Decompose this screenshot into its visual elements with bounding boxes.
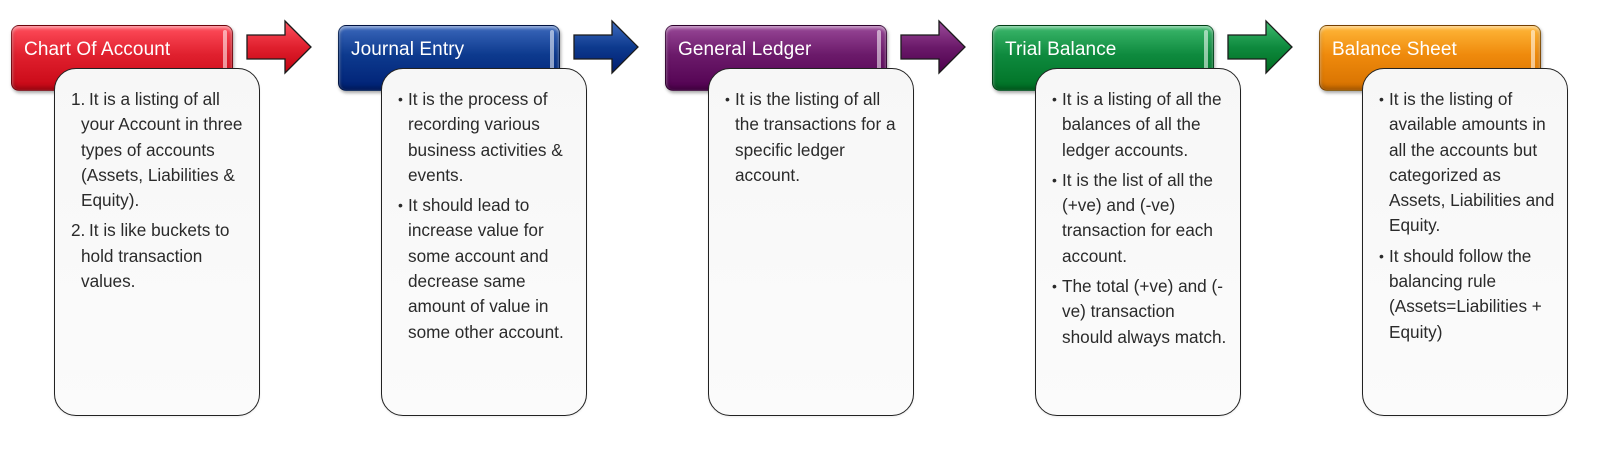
item-number: 2. [71,220,86,241]
list-item: It is a listing of all the balances of a… [1052,87,1228,163]
point-list: It is a listing of all the balances of a… [1052,87,1228,350]
stage-journal-entry: Journal Entry It is the process of record… [338,0,639,450]
stage-chart-of-account: Chart Of Account 1.It is a listing of all… [11,0,312,450]
point-list: It is the process of recording various b… [398,87,574,345]
list-item: It is the listing of available amounts i… [1379,87,1555,239]
item-text: It is a listing of all your Account in t… [81,89,243,211]
item-text: It is the listing of all the transaction… [735,89,896,185]
item-number: 1. [71,89,86,109]
stage-card: It is the listing of all the transaction… [708,68,914,416]
stage-card: It is the listing of available amounts i… [1362,68,1568,416]
list-item: The total (+ve) and (-ve) transaction sh… [1052,274,1228,350]
flow-arrow-icon [1227,19,1293,75]
stage-card: 1.It is a listing of all your Account in… [54,68,260,416]
item-text: It is the listing of available amounts i… [1389,89,1555,236]
item-text: It is a listing of all the balances of a… [1062,89,1222,160]
point-list: 1.It is a listing of all your Account in… [71,87,247,294]
flow-arrow-icon [246,19,312,75]
stage-title: Balance Sheet [1332,39,1457,60]
item-text: It should follow the balancing rule (Ass… [1389,245,1542,342]
point-list: It is the listing of all the transaction… [725,87,901,188]
stage-title: Chart Of Account [24,39,171,60]
stage-card: It is a listing of all the balances of a… [1035,68,1241,416]
stage-balance-sheet: Balance Sheet It is the listing of availa… [1319,0,1600,450]
list-item: It is the list of all the (+ve) and (-ve… [1052,168,1228,269]
stage-title: Journal Entry [351,39,465,60]
list-item: It is the listing of all the transaction… [725,87,901,188]
stage-trial-balance: Trial Balance It is a listing of all the … [992,0,1293,450]
flow-arrow-icon [900,19,966,75]
flow-arrow-icon [573,19,639,75]
stage-card: It is the process of recording various b… [381,68,587,416]
list-item: 1.It is a listing of all your Account in… [71,87,247,213]
item-text: The total (+ve) and (-ve) transaction sh… [1062,276,1227,347]
item-text: It is the process of recording various b… [408,89,563,185]
stage-title: Trial Balance [1005,39,1117,60]
stage-title: General Ledger [678,39,812,60]
point-list: It is the listing of available amounts i… [1379,87,1555,345]
list-item: It should follow the balancing rule (Ass… [1379,244,1555,345]
item-text: It is like buckets to hold transaction v… [81,220,230,292]
stage-general-ledger: General Ledger It is the listing of all t… [665,0,966,450]
list-item: 2.It is like buckets to hold transaction… [71,218,247,294]
item-text: It is the list of all the (+ve) and (-ve… [1062,169,1213,266]
item-text: It should lead to increase value for som… [408,195,564,342]
list-item: It should lead to increase value for som… [398,193,574,345]
list-item: It is the process of recording various b… [398,87,574,188]
